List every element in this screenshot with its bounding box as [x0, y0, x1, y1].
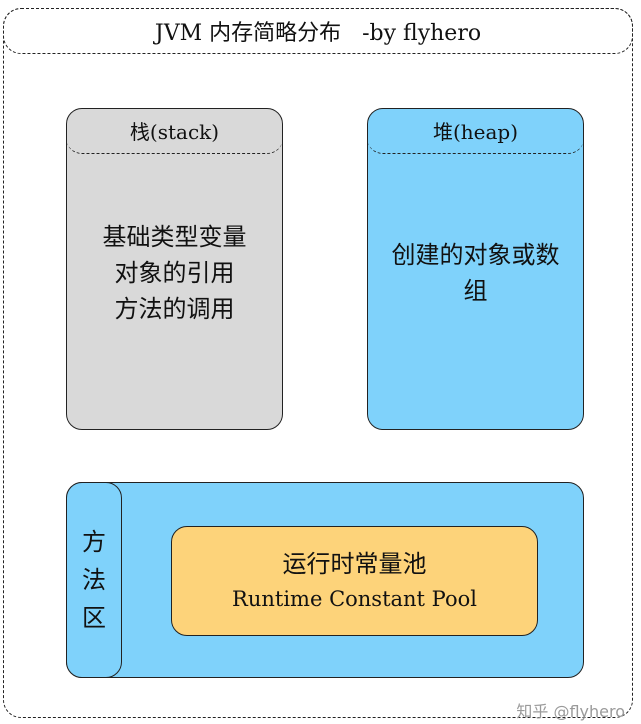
stack-line: 对象的引用 — [114, 259, 235, 287]
heap-line: 组 — [463, 277, 488, 305]
method-area-label-char: 区 — [82, 604, 106, 632]
diagram-title: JVM 内存简略分布 -by flyhero — [3, 8, 633, 54]
stack-line: 基础类型变量 — [102, 223, 247, 251]
runtime-constant-pool-zh: 运行时常量池 — [282, 550, 427, 578]
heap-description: 创建的对象或数 组 — [368, 237, 583, 309]
heap-line: 创建的对象或数 — [391, 241, 560, 269]
runtime-constant-pool-en: Runtime Constant Pool — [232, 587, 477, 611]
stack-line: 方法的调用 — [114, 295, 235, 323]
runtime-constant-pool-box: 运行时常量池 Runtime Constant Pool — [171, 526, 538, 636]
heap-header: 堆(heap) — [368, 109, 583, 154]
method-area-label: 方 法 区 — [66, 482, 122, 678]
stack-box: 栈(stack) 基础类型变量 对象的引用 方法的调用 — [66, 108, 283, 430]
stack-description: 基础类型变量 对象的引用 方法的调用 — [67, 219, 282, 327]
stack-header: 栈(stack) — [67, 109, 282, 154]
method-area-label-char: 法 — [82, 566, 106, 594]
watermark: 知乎 @flyhero — [516, 702, 625, 721]
heap-box: 堆(heap) 创建的对象或数 组 — [367, 108, 584, 430]
method-area-label-char: 方 — [82, 528, 106, 556]
